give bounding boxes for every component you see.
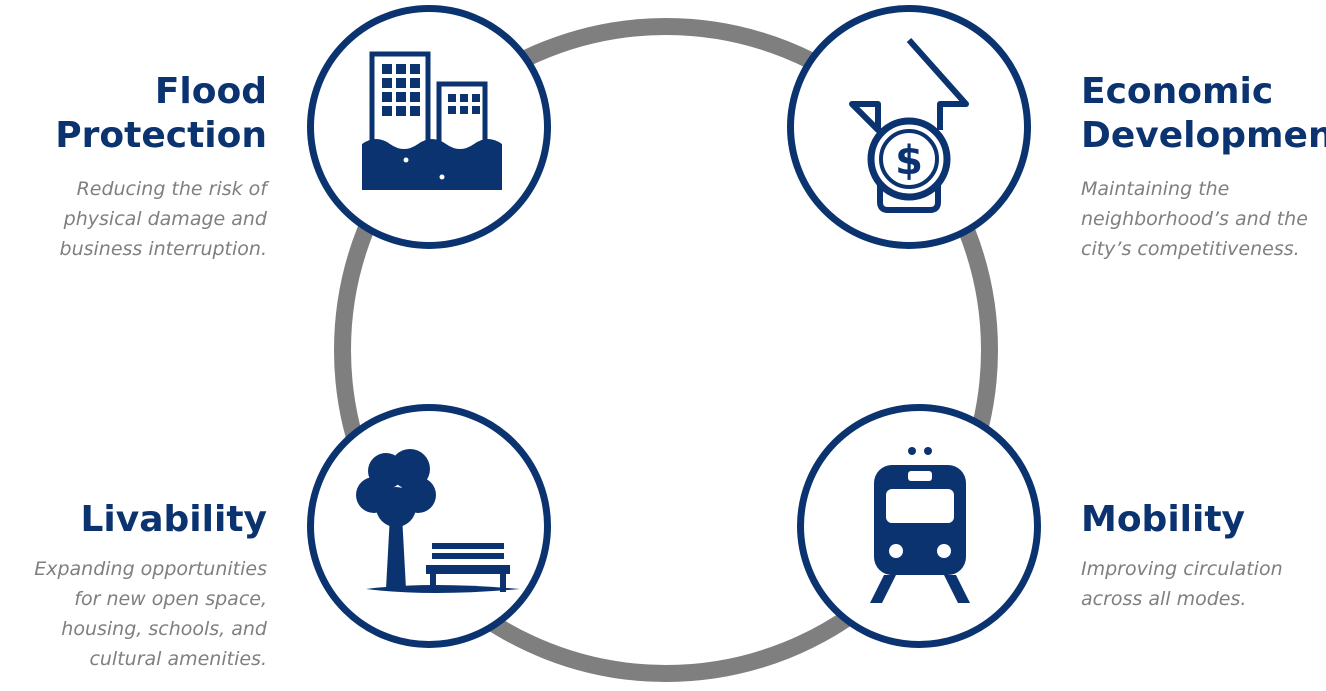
title-line: Mobility [1081,499,1246,540]
desc-line: cultural amenities. [89,648,267,670]
desc-line: neighborhood’s and the [1081,208,1308,230]
title-line: Development [1081,115,1326,156]
title-line: Livability [80,499,267,540]
mobility-description: Improving circulation across all modes. [1081,554,1321,614]
flooded-buildings-icon [362,51,502,190]
tree-bench-icon [356,449,520,593]
flood-protection-node [307,5,551,249]
title-line: Economic [1081,71,1274,112]
flood-protection-text: Flood Protection Reducing the risk of ph… [0,70,267,264]
dollar-arrow-up-icon: $ [849,38,969,213]
mobility-title: Mobility [1081,498,1321,542]
flood-protection-title: Flood Protection [0,70,267,158]
livability-node [307,404,551,648]
desc-line: business interruption. [59,238,267,260]
economic-development-text: Economic Development Maintaining the nei… [1081,70,1326,264]
economic-development-title: Economic Development [1081,70,1326,158]
livability-description: Expanding opportunities for new open spa… [0,554,267,674]
livability-title: Livability [0,498,267,542]
svg-text:$: $ [895,138,923,184]
flood-protection-description: Reducing the risk of physical damage and… [0,174,267,264]
livability-text: Livability Expanding opportunities for n… [0,498,267,674]
desc-line: housing, schools, and [61,618,267,640]
desc-line: physical damage and [63,208,267,230]
train-icon [870,447,970,603]
title-line: Flood [154,71,267,112]
desc-line: city’s competitiveness. [1081,238,1300,260]
desc-line: Reducing the risk of [76,178,267,200]
desc-line: Improving circulation [1081,558,1283,580]
desc-line: across all modes. [1081,588,1247,610]
title-line: Protection [55,115,267,156]
desc-line: Maintaining the [1081,178,1230,200]
economic-development-node: $ [787,5,1031,249]
desc-line: for new open space, [74,588,267,610]
desc-line: Expanding opportunities [34,558,267,580]
economic-development-description: Maintaining the neighborhood’s and the c… [1081,174,1326,264]
mobility-text: Mobility Improving circulation across al… [1081,498,1321,614]
mobility-node [797,404,1041,648]
